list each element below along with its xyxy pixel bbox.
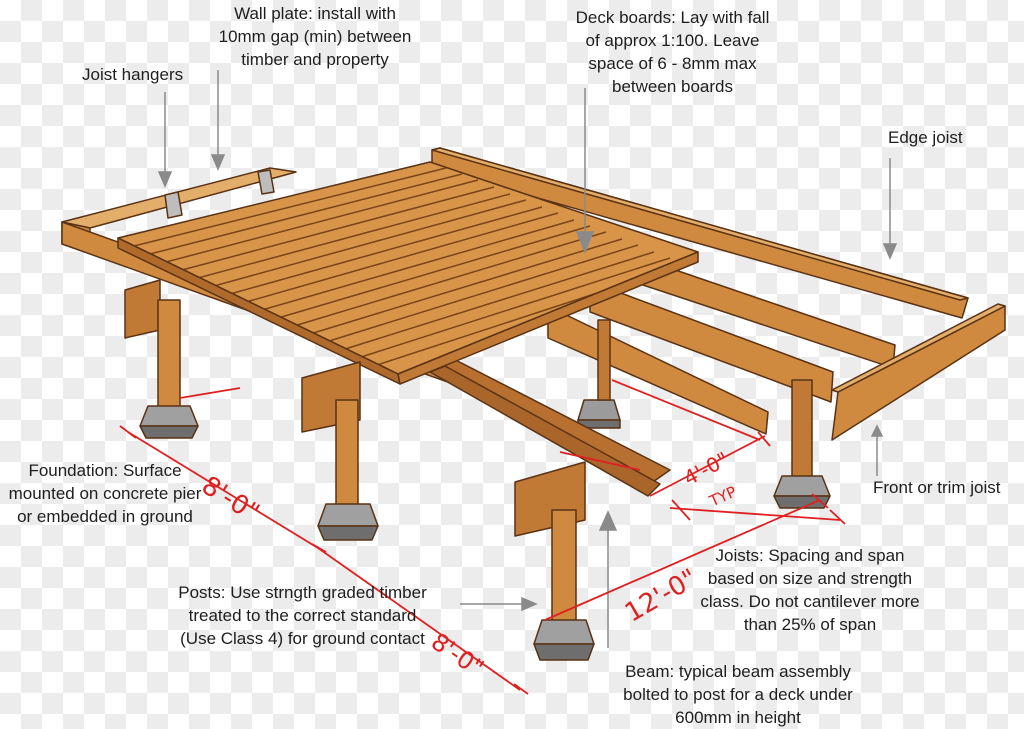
beam-line: Beam: typical beam assembly bbox=[625, 662, 851, 681]
concrete-pad bbox=[577, 399, 621, 429]
arrow-icon bbox=[521, 596, 538, 612]
deck-boards bbox=[117, 161, 699, 385]
concrete-footing bbox=[773, 475, 831, 509]
post bbox=[335, 399, 359, 509]
concrete-footing bbox=[317, 503, 379, 541]
beam-line: 600mm in height bbox=[675, 708, 801, 727]
front-trim-joist bbox=[831, 305, 1006, 441]
arrow-icon bbox=[157, 171, 173, 188]
dimension-markup bbox=[119, 379, 846, 695]
deck-boards-label: Deck boards: Lay with fall of approx 1:1… bbox=[550, 6, 795, 98]
wall-plate-label: Wall plate: install with 10mm gap (min) … bbox=[200, 2, 430, 71]
posts-line: Posts: Use strngth graded timber bbox=[178, 583, 427, 602]
beam-assembly bbox=[124, 279, 161, 339]
arrow-icon bbox=[575, 231, 595, 255]
post bbox=[791, 379, 813, 481]
deck-illustration bbox=[61, 147, 1006, 661]
joists-line: class. Do not cantilever more bbox=[700, 592, 920, 611]
beam-label: Beam: typical beam assembly bolted to po… bbox=[598, 660, 878, 729]
joist-hangers-label: Joist hangers bbox=[82, 65, 184, 84]
edge-joist-top bbox=[431, 147, 969, 301]
arrow-icon bbox=[210, 154, 226, 171]
foundation-line: or embedded in ground bbox=[17, 507, 193, 526]
wall-plate-line: Wall plate: install with bbox=[234, 4, 396, 23]
joists-line: than 25% of span bbox=[743, 615, 877, 634]
edge-joist-label: Edge joist bbox=[888, 128, 963, 147]
deck-boards-line: between boards bbox=[612, 77, 733, 96]
wall-plate-line: 10mm gap (min) between bbox=[218, 27, 412, 46]
joists-line: Joists: Spacing and span bbox=[715, 546, 905, 565]
foundation-line: Foundation: Surface bbox=[28, 461, 182, 480]
foundation-line: mounted on concrete pier bbox=[8, 484, 202, 503]
deck-boards-line: space of 6 - 8mm max bbox=[588, 54, 757, 73]
posts-label: Posts: Use strngth graded timber treated… bbox=[160, 581, 445, 650]
joist-hanger bbox=[164, 191, 183, 219]
post bbox=[597, 319, 611, 401]
foundation-label: Foundation: Surface mounted on concrete … bbox=[0, 459, 210, 528]
deck-boards-line: of approx 1:100. Leave bbox=[585, 31, 760, 50]
arrow-icon bbox=[882, 243, 898, 260]
front-trim-joist-top bbox=[831, 303, 1006, 393]
posts-line: treated to the correct standard bbox=[188, 606, 417, 625]
post bbox=[157, 299, 181, 409]
beam-line: bolted to post for a deck under bbox=[623, 685, 853, 704]
joist-hanger bbox=[257, 169, 275, 195]
front-trim-joist-label: Front or trim joist bbox=[873, 478, 1001, 497]
post bbox=[551, 509, 577, 623]
joists-line: based on size and strength bbox=[707, 569, 913, 588]
posts-line: (Use Class 4) for ground contact bbox=[180, 629, 425, 648]
arrow-icon bbox=[598, 510, 618, 531]
arrow-icon bbox=[870, 424, 884, 437]
wall-plate-line: timber and property bbox=[241, 50, 389, 69]
joists-label: Joists: Spacing and span based on size a… bbox=[675, 544, 945, 636]
leader-lines bbox=[157, 70, 898, 648]
concrete-footing bbox=[533, 619, 595, 661]
concrete-footing bbox=[139, 405, 199, 439]
deck-boards-line: Deck boards: Lay with fall bbox=[575, 8, 770, 27]
